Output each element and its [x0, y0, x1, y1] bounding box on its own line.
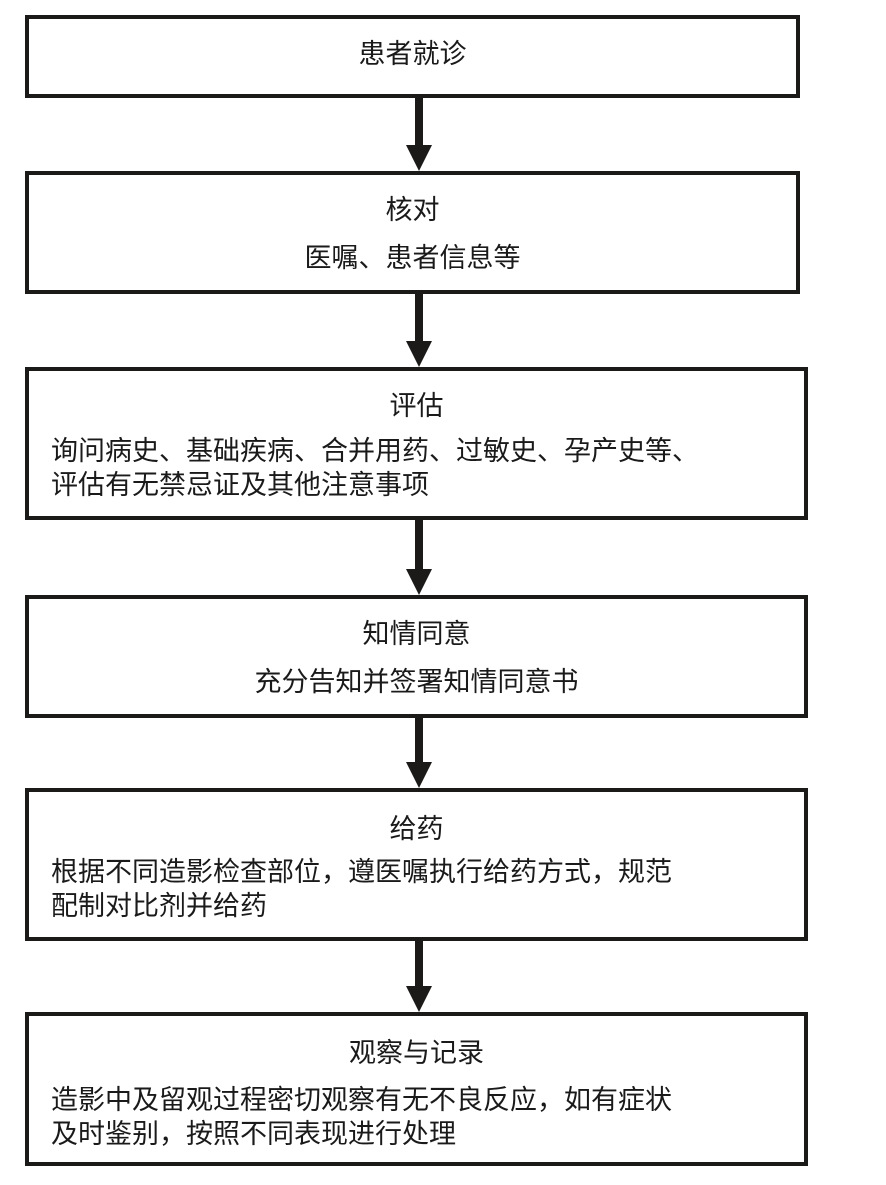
step-box-informed-consent: 知情同意 充分告知并签署知情同意书 — [25, 595, 808, 718]
step-detail: 充分告知并签署知情同意书 — [254, 667, 579, 698]
step-detail: 询问病史、基础疾病、合并用药、过敏史、孕产史等、 评估有无禁忌证及其他注意事项 — [51, 436, 699, 501]
step-title: 患者就诊 — [358, 39, 467, 70]
arrow-down-icon — [406, 98, 432, 171]
arrow-down-icon — [406, 941, 432, 1012]
step-box-administration: 给药 根据不同造影检查部位，遵医嘱执行给药方式，规范 配制对比剂并给药 — [25, 788, 808, 941]
step-title: 知情同意 — [362, 619, 471, 650]
arrow-down-icon — [406, 294, 432, 367]
step-box-assessment: 评估 询问病史、基础疾病、合并用药、过敏史、孕产史等、 评估有无禁忌证及其他注意… — [25, 367, 808, 520]
step-box-observation-record: 观察与记录 造影中及留观过程密切观察有无不良反应，如有症状 及时鉴别，按照不同表… — [25, 1012, 808, 1166]
step-title: 观察与记录 — [349, 1038, 484, 1069]
arrow-down-icon — [406, 520, 432, 595]
step-box-verify: 核对 医嘱、患者信息等 — [25, 171, 800, 294]
step-title: 给药 — [389, 814, 444, 845]
arrow-down-icon — [406, 718, 432, 788]
step-title: 评估 — [389, 391, 444, 422]
step-title: 核对 — [385, 195, 440, 226]
step-box-patient-visit: 患者就诊 — [25, 15, 800, 98]
step-detail: 造影中及留观过程密切观察有无不良反应，如有症状 及时鉴别，按照不同表现进行处理 — [51, 1085, 672, 1150]
step-detail: 医嘱、患者信息等 — [304, 243, 521, 274]
step-detail: 根据不同造影检查部位，遵医嘱执行给药方式，规范 配制对比剂并给药 — [51, 857, 672, 922]
